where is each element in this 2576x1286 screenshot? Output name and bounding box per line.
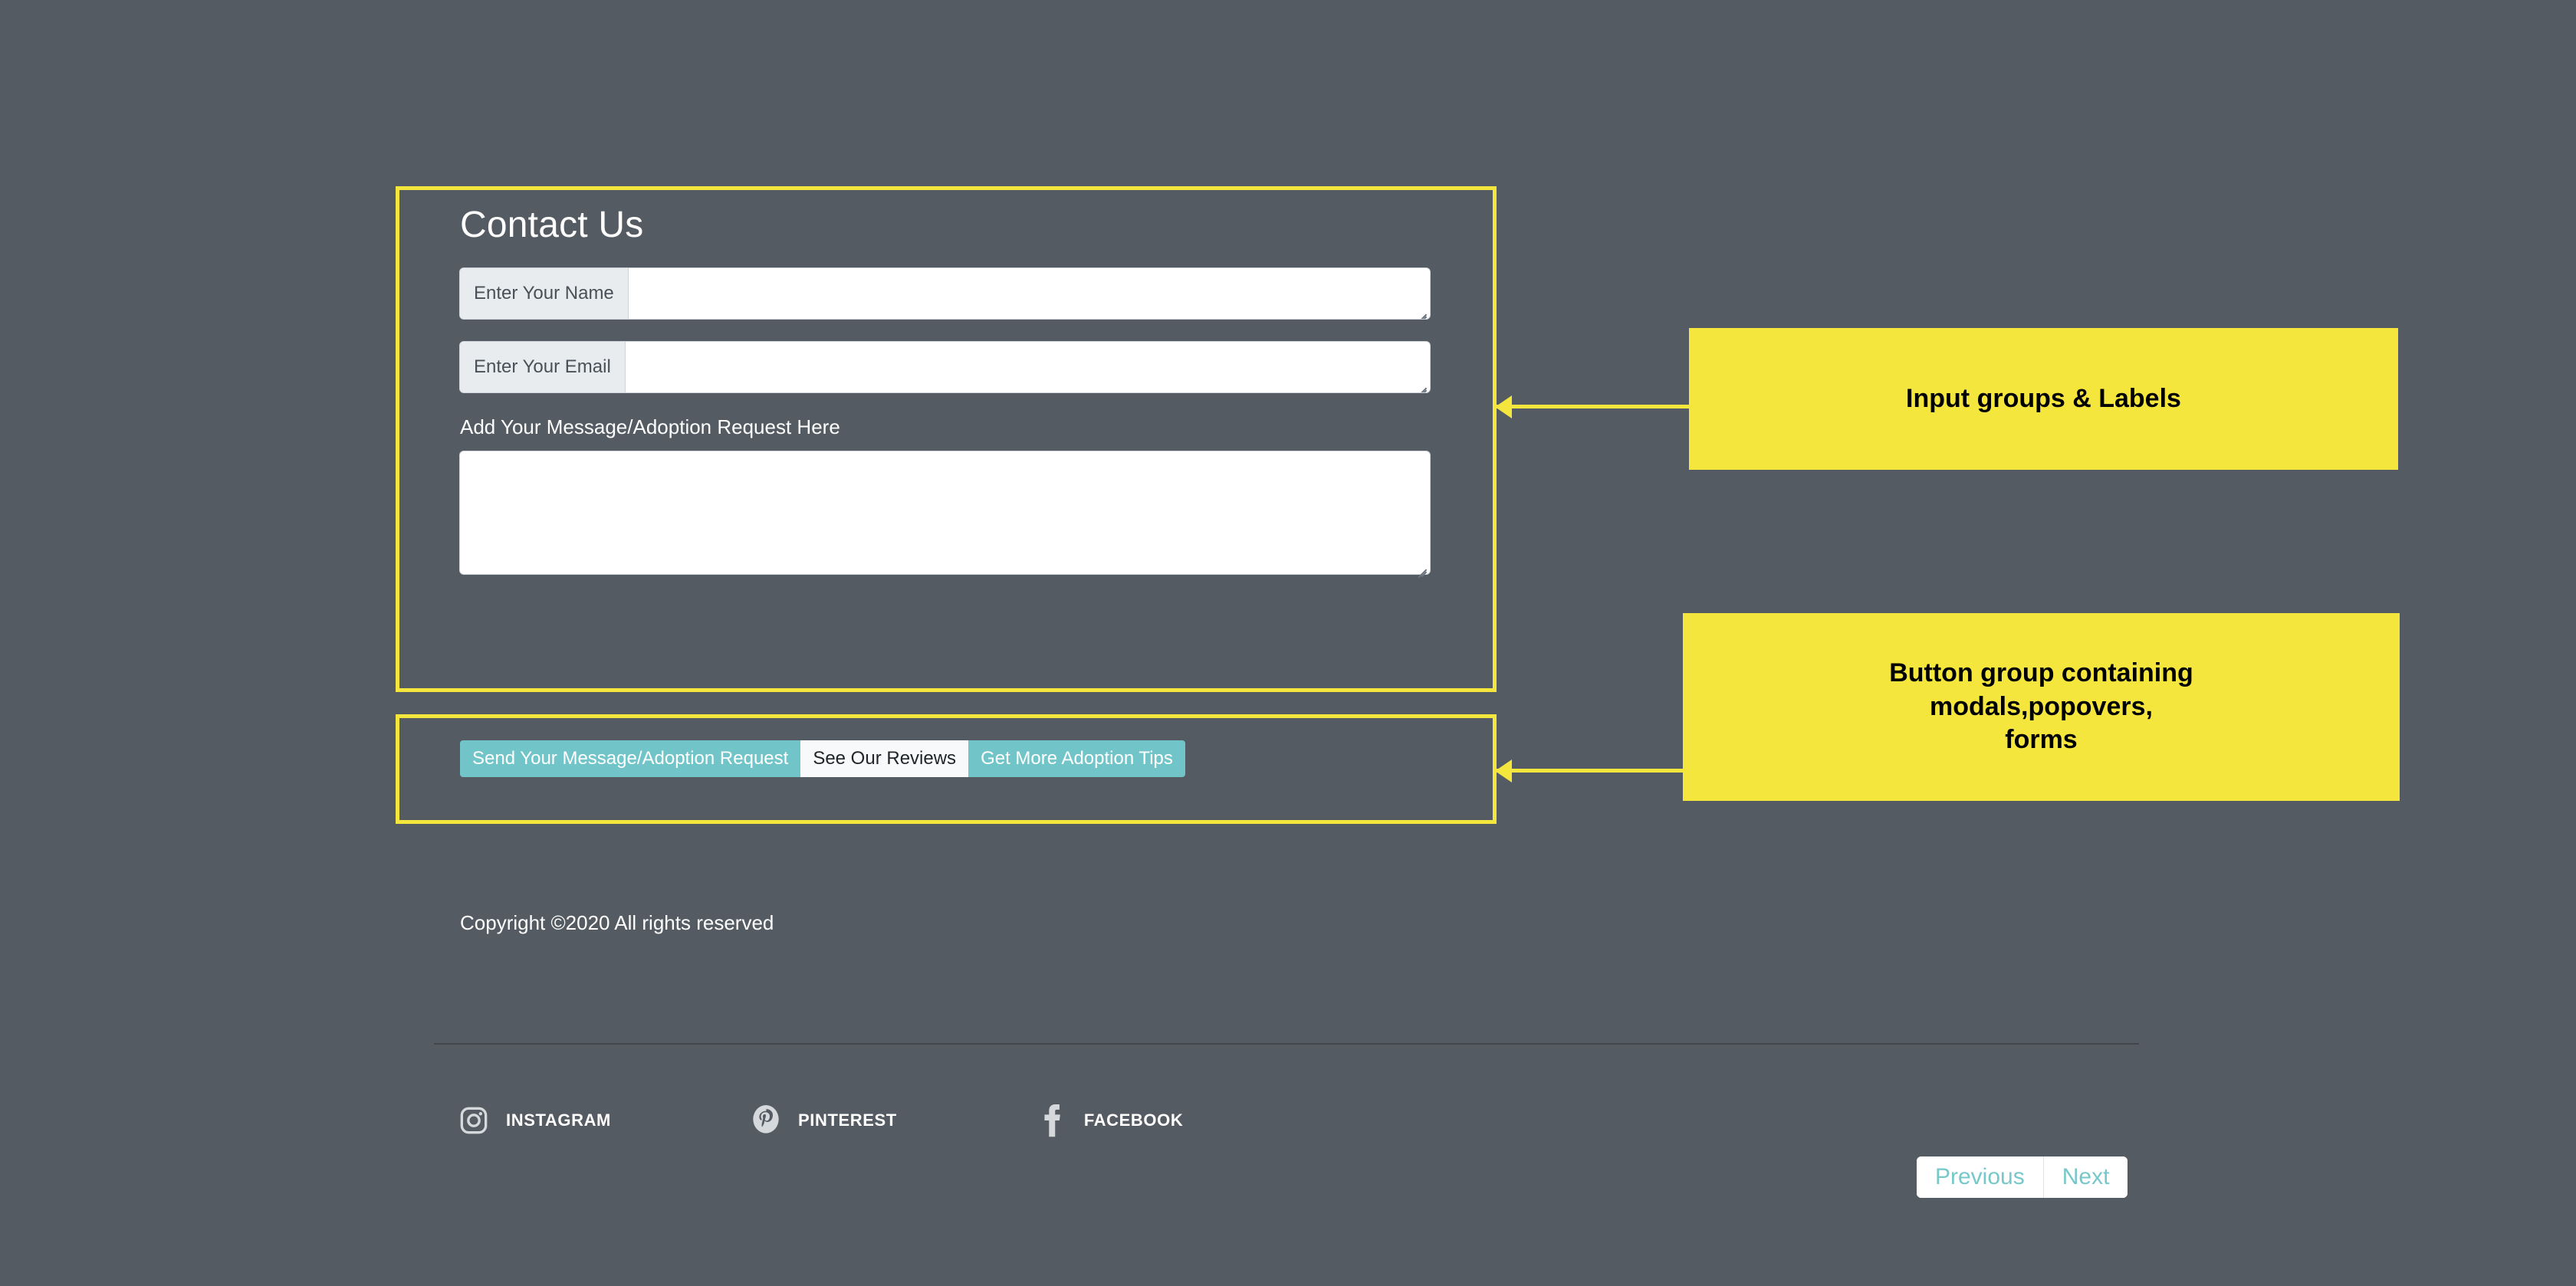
pagination-next[interactable]: Next bbox=[2042, 1156, 2128, 1198]
email-input-group[interactable]: Enter Your Email bbox=[460, 342, 1430, 392]
action-button-group[interactable]: Send Your Message/Adoption Request See O… bbox=[460, 740, 1185, 777]
copyright-text: Copyright ©2020 All rights reserved bbox=[460, 911, 774, 934]
pinterest-icon bbox=[749, 1104, 783, 1137]
pagination-previous[interactable]: Previous bbox=[1917, 1156, 2043, 1198]
social-links: INSTAGRAM PINTEREST FACEBOOK bbox=[457, 1104, 1183, 1137]
name-input-label: Enter Your Name bbox=[460, 268, 629, 319]
social-link-facebook[interactable]: FACEBOOK bbox=[1035, 1104, 1183, 1137]
annotation-arrow-line-buttons bbox=[1495, 769, 1685, 773]
message-textarea-wrapper[interactable] bbox=[460, 451, 1430, 574]
message-label: Add Your Message/Adoption Request Here bbox=[460, 415, 840, 438]
facebook-icon bbox=[1035, 1104, 1069, 1137]
see-reviews-button[interactable]: See Our Reviews bbox=[800, 740, 969, 777]
social-link-pinterest[interactable]: PINTEREST bbox=[749, 1104, 897, 1137]
name-input-group[interactable]: Enter Your Name bbox=[460, 268, 1430, 319]
annotation-text-input-groups: Input groups & Labels bbox=[1906, 383, 2181, 413]
message-textarea[interactable] bbox=[460, 451, 1430, 574]
social-label-pinterest: PINTEREST bbox=[797, 1110, 897, 1130]
social-label-facebook: FACEBOOK bbox=[1083, 1110, 1184, 1130]
instagram-icon bbox=[457, 1104, 491, 1137]
footer-divider bbox=[434, 1043, 2139, 1045]
send-message-button[interactable]: Send Your Message/Adoption Request bbox=[460, 740, 801, 777]
annotation-callout-button-group: Button group containing modals,popovers,… bbox=[1683, 613, 2400, 801]
annotation-text-buttons-line1: Button group containing bbox=[1889, 658, 2193, 688]
page-title: Contact Us bbox=[460, 205, 644, 245]
email-input-label: Enter Your Email bbox=[460, 342, 626, 392]
annotation-text-buttons-line3: forms bbox=[2005, 725, 2078, 755]
email-input[interactable] bbox=[625, 342, 1430, 392]
pagination[interactable]: Previous Next bbox=[1917, 1156, 2128, 1198]
annotation-arrow-line-inputs bbox=[1495, 405, 1691, 408]
annotation-text-buttons-line2: modals,popovers, bbox=[1930, 691, 2153, 721]
contact-form: Contact Us Enter Your Name Enter Your Em… bbox=[460, 207, 1430, 574]
annotation-arrow-head-inputs bbox=[1495, 395, 1512, 418]
name-input[interactable] bbox=[628, 268, 1430, 319]
social-label-instagram: INSTAGRAM bbox=[506, 1110, 611, 1130]
social-link-instagram[interactable]: INSTAGRAM bbox=[457, 1104, 611, 1137]
annotation-callout-input-groups: Input groups & Labels bbox=[1689, 328, 2398, 470]
annotation-arrow-head-buttons bbox=[1495, 759, 1512, 782]
adoption-tips-button[interactable]: Get More Adoption Tips bbox=[968, 740, 1185, 777]
